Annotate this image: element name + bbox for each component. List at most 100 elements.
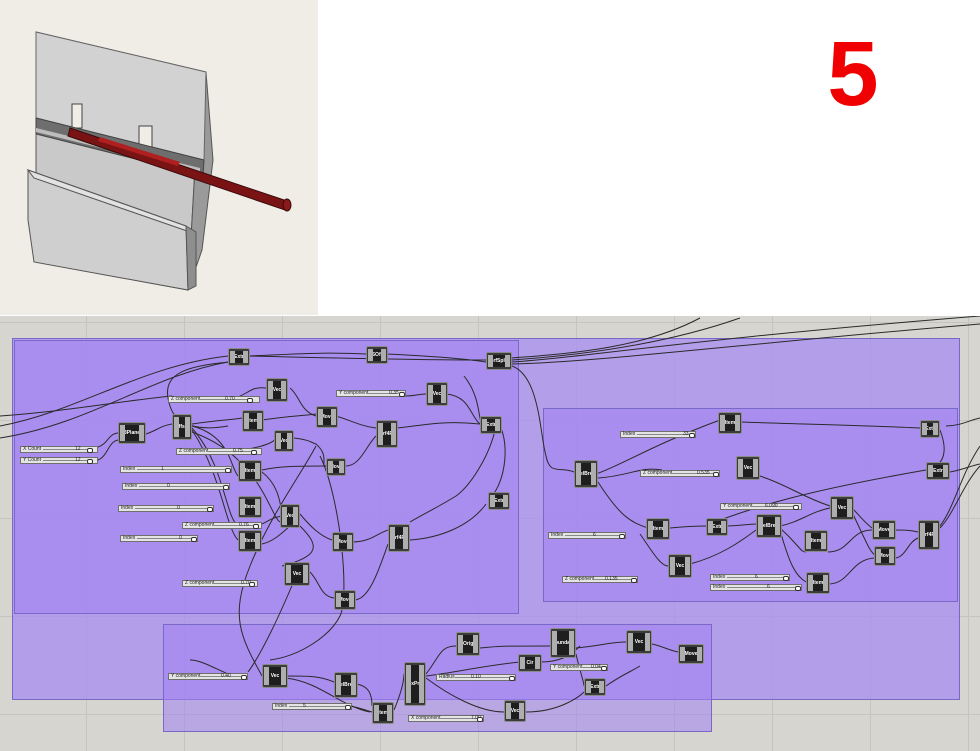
grasshopper-canvas[interactable]: Extr SOff SrfSplit Vec Vec 3Plane Offset…	[0, 316, 980, 751]
slider-knob[interactable]	[251, 450, 257, 455]
circle-component[interactable]: Cir	[518, 654, 542, 672]
planes-component[interactable]: 3Plane	[118, 422, 146, 444]
item-component-4[interactable]: Item	[238, 530, 262, 552]
slider-knob[interactable]	[249, 582, 255, 587]
vec-component-2[interactable]: Vec	[426, 382, 448, 406]
srfoff-component[interactable]: SOff	[366, 346, 388, 364]
item-component-r3[interactable]: Item	[804, 530, 828, 552]
vec-component-r2[interactable]: Vec	[830, 496, 854, 520]
item-component-3[interactable]: Item	[238, 496, 262, 518]
slider-knob[interactable]	[87, 459, 93, 464]
slider-knob[interactable]	[793, 505, 799, 510]
extr-component[interactable]: Extr	[228, 348, 250, 366]
slider-knob[interactable]	[225, 468, 231, 473]
srf4pt-component-2[interactable]: Srf4Pt	[388, 524, 410, 552]
vec-component-1[interactable]: Vec	[266, 378, 288, 402]
vec-component-r1[interactable]: Vec	[736, 456, 760, 480]
slider-knob[interactable]	[783, 576, 789, 581]
slider-knob[interactable]	[223, 485, 229, 490]
vec-component-3[interactable]: Vec	[274, 430, 294, 452]
slider-knob[interactable]	[247, 398, 253, 403]
slider-knob[interactable]	[207, 507, 213, 512]
offset-component[interactable]: Offset	[172, 414, 192, 440]
extr-component-b[interactable]: Extr	[584, 678, 606, 696]
move-component-3[interactable]: Move	[332, 532, 354, 552]
vec-component-r3[interactable]: Vec	[668, 554, 692, 578]
item-component-2[interactable]: Item	[238, 460, 262, 482]
dedup-component-r2[interactable]: DelBrep	[756, 514, 782, 538]
slider-knob[interactable]	[689, 433, 695, 438]
vec-component-b1[interactable]: Vec	[626, 630, 652, 654]
move-component-1[interactable]: Move	[316, 406, 338, 428]
slider-knob[interactable]	[399, 392, 405, 397]
slider-knob[interactable]	[191, 537, 197, 542]
slider-knob[interactable]	[477, 717, 483, 722]
srf4pt-component-1[interactable]: Srf4Pt	[376, 420, 398, 448]
slider-knob[interactable]	[619, 534, 625, 539]
slider-knob[interactable]	[601, 666, 607, 671]
move-component-4[interactable]: Move	[334, 590, 356, 610]
slider-knob[interactable]	[87, 448, 93, 453]
vec-component-4[interactable]: Vec	[280, 504, 300, 528]
slider-knob[interactable]	[631, 578, 637, 583]
item-component-b[interactable]: Item	[372, 702, 394, 724]
dedup-component-b[interactable]: DelBrep	[334, 672, 358, 698]
slider-knob[interactable]	[241, 675, 247, 680]
slider-knob[interactable]	[509, 676, 515, 681]
wire	[639, 533, 669, 567]
wire	[939, 445, 980, 527]
move-component-r2[interactable]: Move	[874, 546, 896, 566]
srfsplit-component[interactable]: SrfSplit	[486, 352, 512, 370]
extr-component-r1[interactable]: Extr	[920, 420, 940, 438]
item-component-r2[interactable]: Item	[646, 518, 670, 540]
extr-component-2[interactable]: Extr	[480, 416, 502, 434]
extr-component-3[interactable]: Extr	[488, 492, 510, 510]
extr-component-r3[interactable]: Extr	[706, 518, 728, 536]
vec-component-b3[interactable]: Vec	[504, 700, 526, 722]
wire	[425, 645, 457, 675]
vec-component-b2[interactable]: Vec	[262, 664, 288, 688]
slider-knob[interactable]	[795, 586, 801, 591]
extr-component-r2[interactable]: Extr	[926, 462, 950, 480]
slider-knob[interactable]	[253, 524, 259, 529]
item-component-r1[interactable]: Item	[718, 412, 742, 434]
move-component-b1[interactable]: Move	[678, 644, 704, 664]
vec-component-5[interactable]: Vec	[284, 562, 310, 586]
wire	[597, 481, 649, 529]
move-component-r1[interactable]: Move	[872, 520, 896, 540]
boundary-component[interactable]: Boundary	[550, 628, 576, 658]
item-component-r4[interactable]: Item	[806, 572, 830, 594]
boxprop-component[interactable]: BoxProp	[404, 662, 426, 706]
item-component-1[interactable]: Item	[242, 410, 264, 432]
dedup-component-r1[interactable]: DelBrep	[574, 460, 598, 488]
plorigin-component[interactable]: PlOrigin	[456, 632, 480, 656]
move-component-2[interactable]: Move	[326, 458, 346, 476]
slider-knob[interactable]	[345, 705, 351, 710]
wire	[575, 653, 585, 687]
slider-knob[interactable]	[713, 472, 719, 477]
srf4pt-component-r1[interactable]: Srf4Pt	[918, 520, 940, 550]
